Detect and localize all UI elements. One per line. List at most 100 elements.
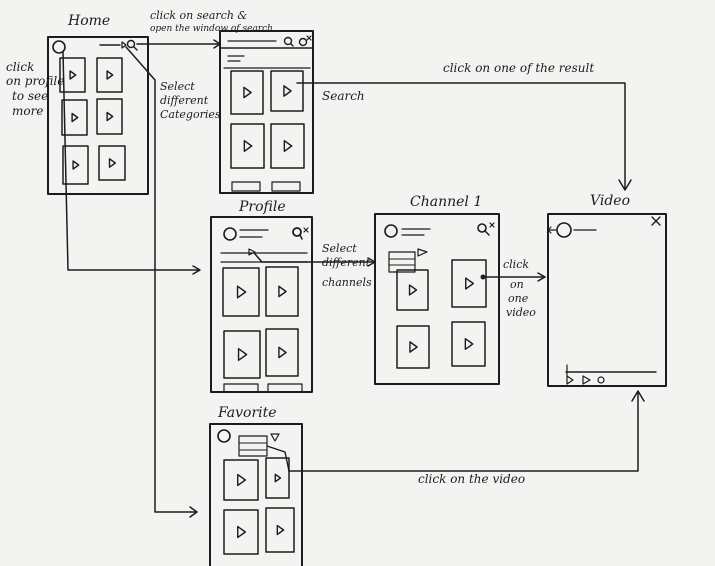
- profile-avatar[interactable]: [223, 227, 237, 241]
- home-1-thumbnail[interactable]: [59, 57, 86, 93]
- favorite-2-thumbnail[interactable]: [265, 457, 290, 499]
- channel-close-icon[interactable]: [489, 222, 495, 228]
- note-click-profile-4: more: [12, 104, 43, 118]
- favorite-4-thumbnail[interactable]: [265, 507, 295, 553]
- note-select-categories-1: Select: [160, 80, 195, 93]
- labels: Home Profile Channel 1 Video Favorite cl…: [6, 9, 630, 486]
- note-select-channels-3: channels: [322, 276, 372, 289]
- play-icon: [72, 160, 80, 170]
- profile-4-thumbnail[interactable]: [265, 328, 299, 377]
- play-icon: [237, 348, 248, 361]
- home-search-handle: [132, 45, 138, 51]
- profile-close-icon[interactable]: [303, 227, 309, 233]
- favorite-thumbnails: [223, 457, 295, 555]
- home-2-thumbnail[interactable]: [96, 57, 123, 93]
- profile-frame: [210, 216, 313, 393]
- video-frame: [547, 213, 667, 387]
- play-icon: [69, 70, 77, 80]
- home-search-icon[interactable]: [126, 39, 136, 49]
- note-click-result: click on one of the result: [443, 61, 594, 75]
- search-tab-1[interactable]: [231, 181, 261, 192]
- search-4-thumbnail[interactable]: [270, 123, 305, 169]
- play-icon: [283, 85, 292, 97]
- favorite-avatar[interactable]: [217, 429, 231, 443]
- channel-search-icon[interactable]: [477, 223, 487, 233]
- note-select-categories-2: different: [160, 94, 209, 107]
- home-screen: [47, 36, 149, 195]
- home-6-thumbnail[interactable]: [98, 145, 126, 181]
- channel-4-thumbnail[interactable]: [451, 321, 486, 367]
- play-icon: [106, 111, 114, 122]
- video-like-icon[interactable]: [566, 375, 574, 385]
- search-thumbnails: [230, 70, 305, 169]
- profile-tab-2[interactable]: [267, 383, 303, 393]
- profile-search-icon[interactable]: [292, 227, 302, 237]
- search-close-icon[interactable]: [306, 35, 312, 41]
- note-select-categories-3: Categories: [160, 108, 221, 121]
- profile-1-thumbnail[interactable]: [222, 267, 260, 317]
- video-play-icon[interactable]: [582, 375, 591, 385]
- channel-1-thumbnail[interactable]: [396, 269, 429, 311]
- search-1-thumbnail[interactable]: [230, 70, 264, 115]
- play-icon: [108, 158, 117, 168]
- channel-screen: [374, 213, 500, 385]
- search-icon[interactable]: [283, 36, 293, 46]
- arrow-channel-to-video-head: [537, 272, 546, 282]
- play-icon: [409, 341, 418, 353]
- favorite-1-thumbnail[interactable]: [223, 459, 259, 501]
- channel-avatar[interactable]: [384, 224, 398, 238]
- arrow-search-to-video-head: [618, 179, 632, 191]
- home-4-thumbnail[interactable]: [96, 98, 123, 135]
- video-channel-avatar[interactable]: [556, 222, 572, 238]
- note-click-one-video-1: click: [503, 258, 529, 271]
- note-click-video: click on the video: [418, 472, 525, 486]
- home-thumbnails: [59, 57, 126, 185]
- play-icon: [283, 140, 293, 152]
- arrow-home-to-profile: [62, 51, 200, 271]
- video-share-icon[interactable]: [597, 376, 605, 384]
- profile-2-thumbnail[interactable]: [265, 266, 299, 317]
- arrow-home-to-favorite-head: [189, 506, 198, 518]
- channel-thumbnails: [396, 259, 487, 369]
- channel-search-handle: [484, 230, 490, 236]
- play-icon: [71, 112, 79, 123]
- home-3-thumbnail[interactable]: [61, 99, 88, 136]
- play-icon: [278, 346, 287, 359]
- channel-title: Channel 1: [410, 194, 482, 210]
- video-title: Video: [590, 193, 630, 209]
- favorite-3-thumbnail[interactable]: [223, 509, 259, 555]
- note-click-profile-1: click: [6, 60, 34, 74]
- profile-3-thumbnail[interactable]: [223, 330, 261, 379]
- favorite-dropdown-arrow-icon: [270, 433, 280, 442]
- video-close-icon[interactable]: [651, 216, 661, 226]
- favorite-dropdown-menu[interactable]: [238, 435, 268, 457]
- arrow-favorite-bracket: [266, 445, 290, 472]
- favorite-frame: [209, 423, 303, 566]
- play-icon: [274, 473, 282, 483]
- note-click-one-video-2: on: [510, 278, 524, 291]
- play-icon: [465, 277, 475, 290]
- home-frame: [47, 36, 149, 195]
- arrow-profile-to-channel-head: [367, 257, 376, 267]
- play-icon: [243, 86, 252, 99]
- search-3-thumbnail[interactable]: [230, 123, 265, 169]
- channel-3-thumbnail[interactable]: [396, 325, 430, 369]
- channel-dropdown-menu[interactable]: [388, 251, 416, 273]
- video-screen: [547, 213, 667, 387]
- channel-frame: [374, 213, 500, 385]
- search-frame: [219, 30, 314, 194]
- profile-screen: [210, 216, 313, 393]
- search-tab-2[interactable]: [271, 181, 301, 192]
- profile-tab-1[interactable]: [223, 383, 259, 393]
- home-profile-avatar[interactable]: [52, 40, 66, 54]
- search-2-thumbnail[interactable]: [270, 70, 304, 112]
- play-icon: [237, 473, 247, 487]
- profile-channel-arrow-icon: [248, 248, 256, 256]
- video-back-icon[interactable]: [547, 226, 557, 234]
- channel-2-thumbnail[interactable]: [451, 259, 487, 308]
- search-screen-search-icon[interactable]: [298, 37, 308, 47]
- note-click-profile-3: to see: [12, 89, 48, 103]
- home-5-thumbnail[interactable]: [62, 145, 89, 185]
